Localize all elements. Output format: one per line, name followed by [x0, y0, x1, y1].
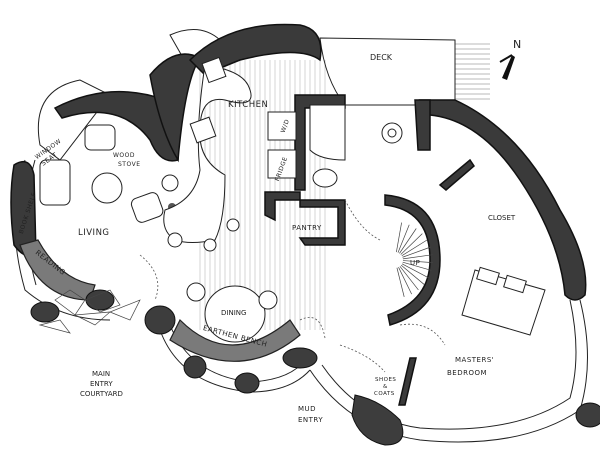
- stair-tread: [402, 246, 431, 258]
- door-swings: [139, 199, 446, 373]
- label-living: LIVING: [78, 228, 110, 238]
- label-kitchen: KITCHEN: [228, 100, 268, 110]
- label-washer-dryer: W/D: [280, 118, 291, 134]
- furniture: [39, 56, 546, 343]
- label-shoes-coats-3: COATS: [374, 391, 395, 397]
- flagstone-patio: [38, 289, 141, 334]
- stair-tread: [402, 261, 432, 271]
- label-pantry: PANTRY: [292, 224, 322, 232]
- label-stairs-up: UP: [410, 259, 420, 267]
- stair-tread: [402, 254, 433, 260]
- stair-tread: [396, 222, 402, 253]
- label-wood-stove-1: WOOD: [113, 152, 135, 159]
- label-main-entry-1: MAIN: [92, 370, 110, 378]
- stair-tread: [396, 267, 405, 297]
- stair-tread: [401, 263, 429, 279]
- label-shoes-coats-1: SHOES: [375, 377, 396, 383]
- label-shoes-coats-2: &: [383, 384, 388, 390]
- label-main-entry-2: ENTRY: [90, 380, 113, 388]
- stair-tread: [397, 224, 410, 253]
- stair-tread: [401, 239, 428, 257]
- stair-tread: [400, 264, 425, 285]
- label-bedroom-1: MASTERS': [455, 356, 494, 364]
- label-main-entry-3: COURTYARD: [80, 390, 123, 398]
- stair-tread: [399, 266, 419, 291]
- north-label: N: [513, 38, 522, 51]
- label-wood-stove-2: STOVE: [118, 161, 141, 168]
- stair-tread: [398, 267, 412, 295]
- cob-walls: [10, 23, 587, 406]
- north-arrow-icon: [499, 54, 515, 80]
- benches: [19, 239, 301, 362]
- spiral-stairs: [396, 222, 433, 297]
- stair-tread: [402, 260, 433, 263]
- label-deck: DECK: [370, 53, 393, 62]
- label-closet: CLOSET: [488, 214, 516, 222]
- label-mud-entry-2: ENTRY: [298, 416, 323, 424]
- label-dining: DINING: [221, 309, 246, 317]
- stair-tread: [400, 233, 423, 255]
- label-mud-entry-1: MUD: [298, 405, 316, 413]
- label-bedroom-2: BEDROOM: [447, 369, 487, 377]
- rocks: [30, 289, 600, 446]
- stair-tread: [399, 228, 417, 254]
